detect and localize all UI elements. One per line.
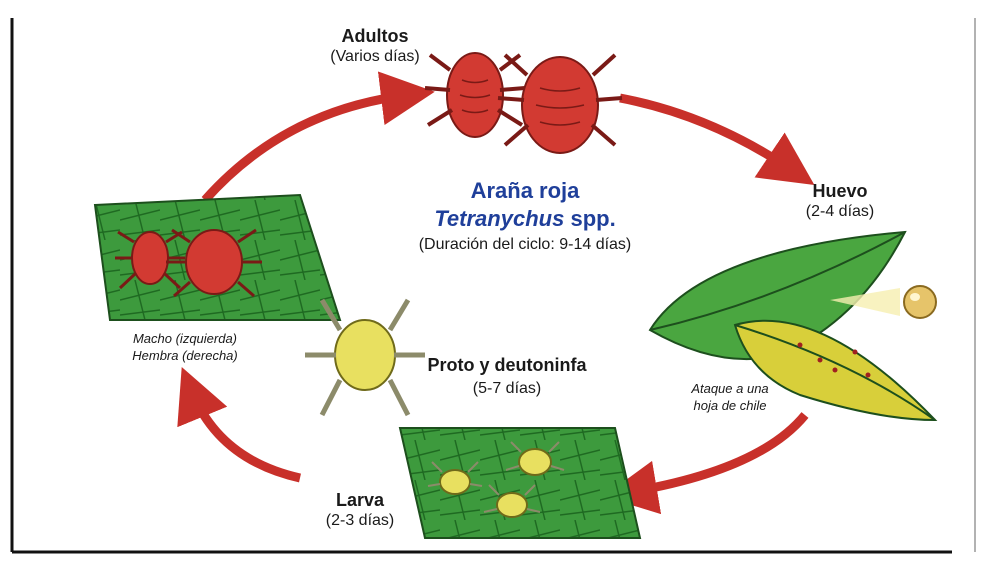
arrow-egg-to-larva [630,415,805,492]
female-caption-line: Hembra (derecha) [95,347,275,364]
adults-title: Adultos [300,26,450,47]
arrow-adults-to-egg [620,98,792,170]
nymph-duration: (5-7 días) [402,380,612,398]
larva-leaf-panel [400,428,640,538]
egg-duration: (2-4 días) [780,203,900,221]
nymph-title: Proto y deutoninfa [402,355,612,376]
adult-mites-illustration [425,53,622,153]
larva-title: Larva [305,490,415,511]
adult-mite-large-icon [498,55,622,153]
arrow-male-female-to-adults [205,95,408,200]
leaf-attack-line1: Ataque a una [665,380,795,397]
leaf-attack-line2: hoja de chile [665,397,795,414]
larva-duration: (2-3 días) [305,512,415,530]
center-common-name: Araña roja [400,178,650,204]
genus-name: Tetranychus [434,206,564,231]
adults-duration: (Varios días) [300,48,450,66]
leaf-attack-caption: Ataque a una hoja de chile [665,380,795,414]
species-suffix: spp. [570,206,615,231]
arrow-larva-to-male-female [192,392,300,478]
male-female-leaf-panel [95,195,340,320]
male-female-caption: Macho (izquierda) Hembra (derecha) [95,330,275,364]
egg-title: Huevo [780,181,900,202]
egg-icon [904,286,936,318]
male-caption-line: Macho (izquierda) [95,330,275,347]
center-scientific-name: Tetranychus spp. [400,206,650,232]
cycle-duration: (Duración del ciclo: 9-14 días) [350,236,700,254]
